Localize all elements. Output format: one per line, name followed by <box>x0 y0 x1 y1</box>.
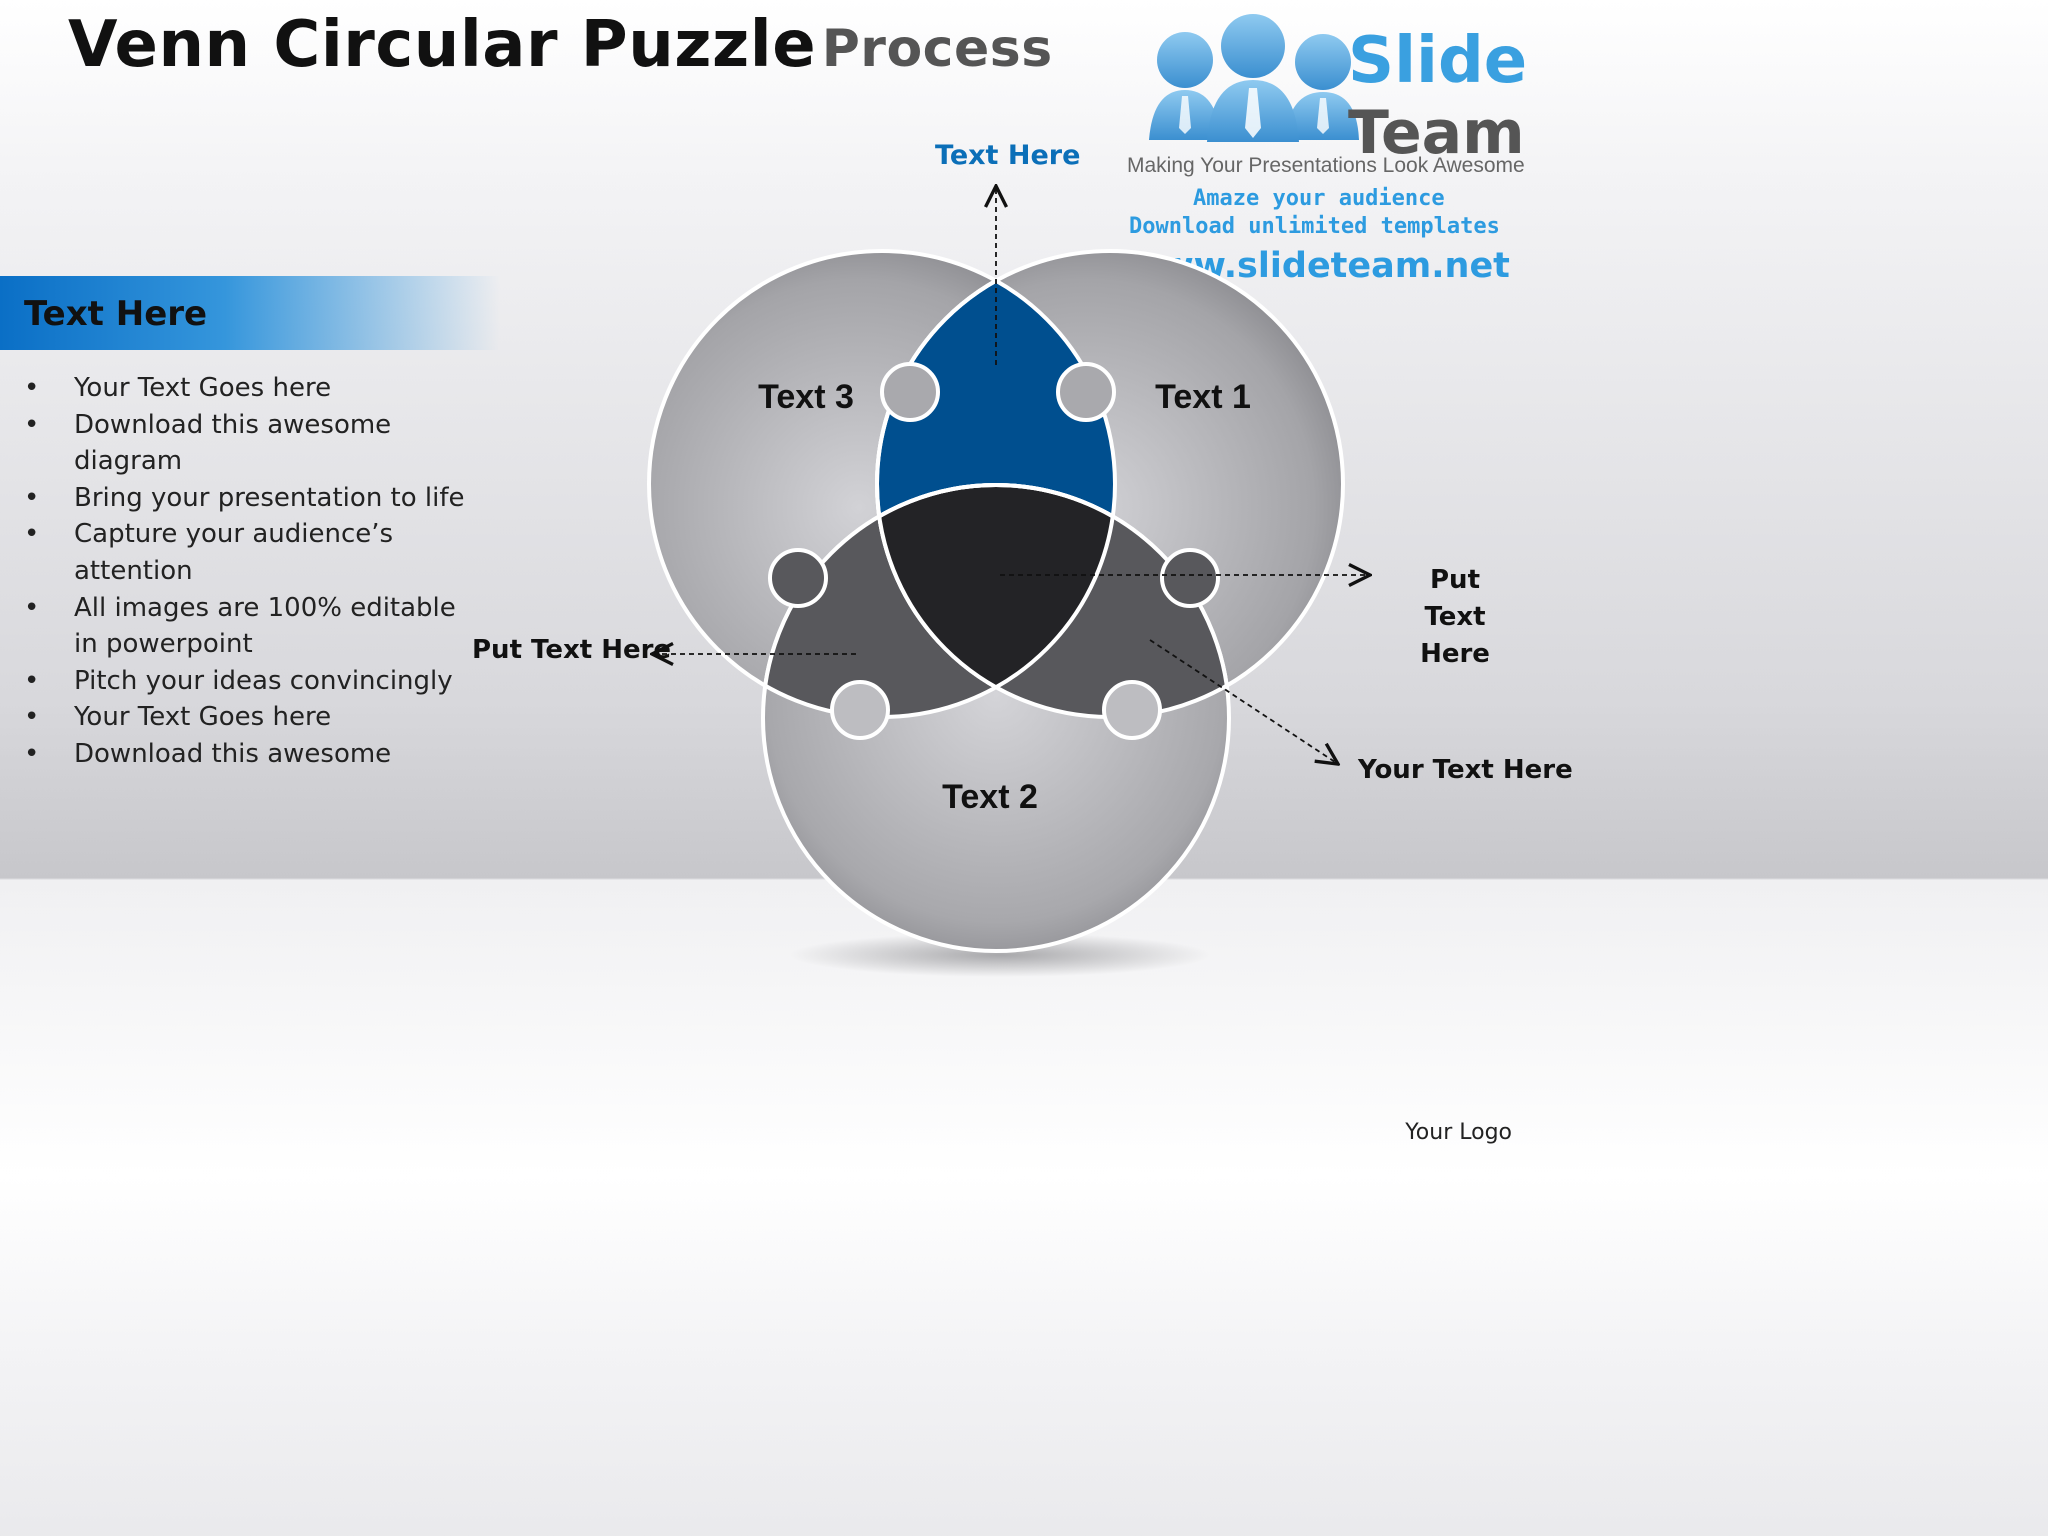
puzzle-knob <box>1102 680 1162 740</box>
callout-top: Text Here <box>935 140 1081 171</box>
puzzle-knob <box>830 680 890 740</box>
logo-tagline: Making Your Presentations Look Awesome <box>1127 154 1525 177</box>
puzzle-knob <box>1056 362 1116 422</box>
circle-label-text1: Text 1 <box>1155 378 1251 416</box>
slideteam-logo: Slide Team Making Your Presentations Loo… <box>1125 10 1555 290</box>
puzzle-knob <box>1160 548 1220 608</box>
puzzle-knob <box>880 362 940 422</box>
bullet-item: All images are 100% editable in powerpoi… <box>24 590 484 663</box>
people-group-icon <box>1149 14 1359 142</box>
callout-left: Put Text Here <box>472 635 672 665</box>
bullet-item: Bring your presentation to life <box>24 480 484 517</box>
diagram-shadow <box>790 933 1210 977</box>
logo-promo-line2: Download unlimited templates <box>1129 214 1500 239</box>
circle-label-text2: Text 2 <box>942 778 1038 816</box>
callout-right: Put Text Here <box>1420 565 1490 669</box>
logo-brand-slide: Slide <box>1348 24 1528 98</box>
sidebar-heading-banner: Text Here <box>0 276 500 350</box>
bullet-item: Pitch your ideas convincingly <box>24 663 484 700</box>
logo-promo-line1: Amaze your audience <box>1193 186 1445 211</box>
bullet-list: Your Text Goes here Download this awesom… <box>24 370 484 773</box>
logo-brand-team: Team <box>1348 98 1525 168</box>
puzzle-knob <box>768 548 828 608</box>
bullet-item: Capture your audience’s attention <box>24 516 484 589</box>
bullet-item: Your Text Goes here <box>24 370 484 407</box>
callout-arrow-bottom-right <box>1149 639 1338 764</box>
page-title: Venn Circular Puzzle Process <box>68 8 1053 82</box>
title-sub: Process <box>821 19 1053 79</box>
bullet-item: Your Text Goes here <box>24 699 484 736</box>
circle-label-text3: Text 3 <box>758 378 854 416</box>
bullet-item: Download this awesome <box>24 736 484 773</box>
sidebar-heading: Text Here <box>24 294 208 334</box>
bullet-item: Download this awesome diagram <box>24 407 484 480</box>
callout-bottom-right: Your Text Here <box>1358 755 1573 785</box>
footer-logo-placeholder: Your Logo <box>1405 1120 1512 1145</box>
title-main: Venn Circular Puzzle <box>68 8 817 82</box>
venn-puzzle-diagram: Text 3 Text 1 Text 2 <box>647 0 1568 977</box>
